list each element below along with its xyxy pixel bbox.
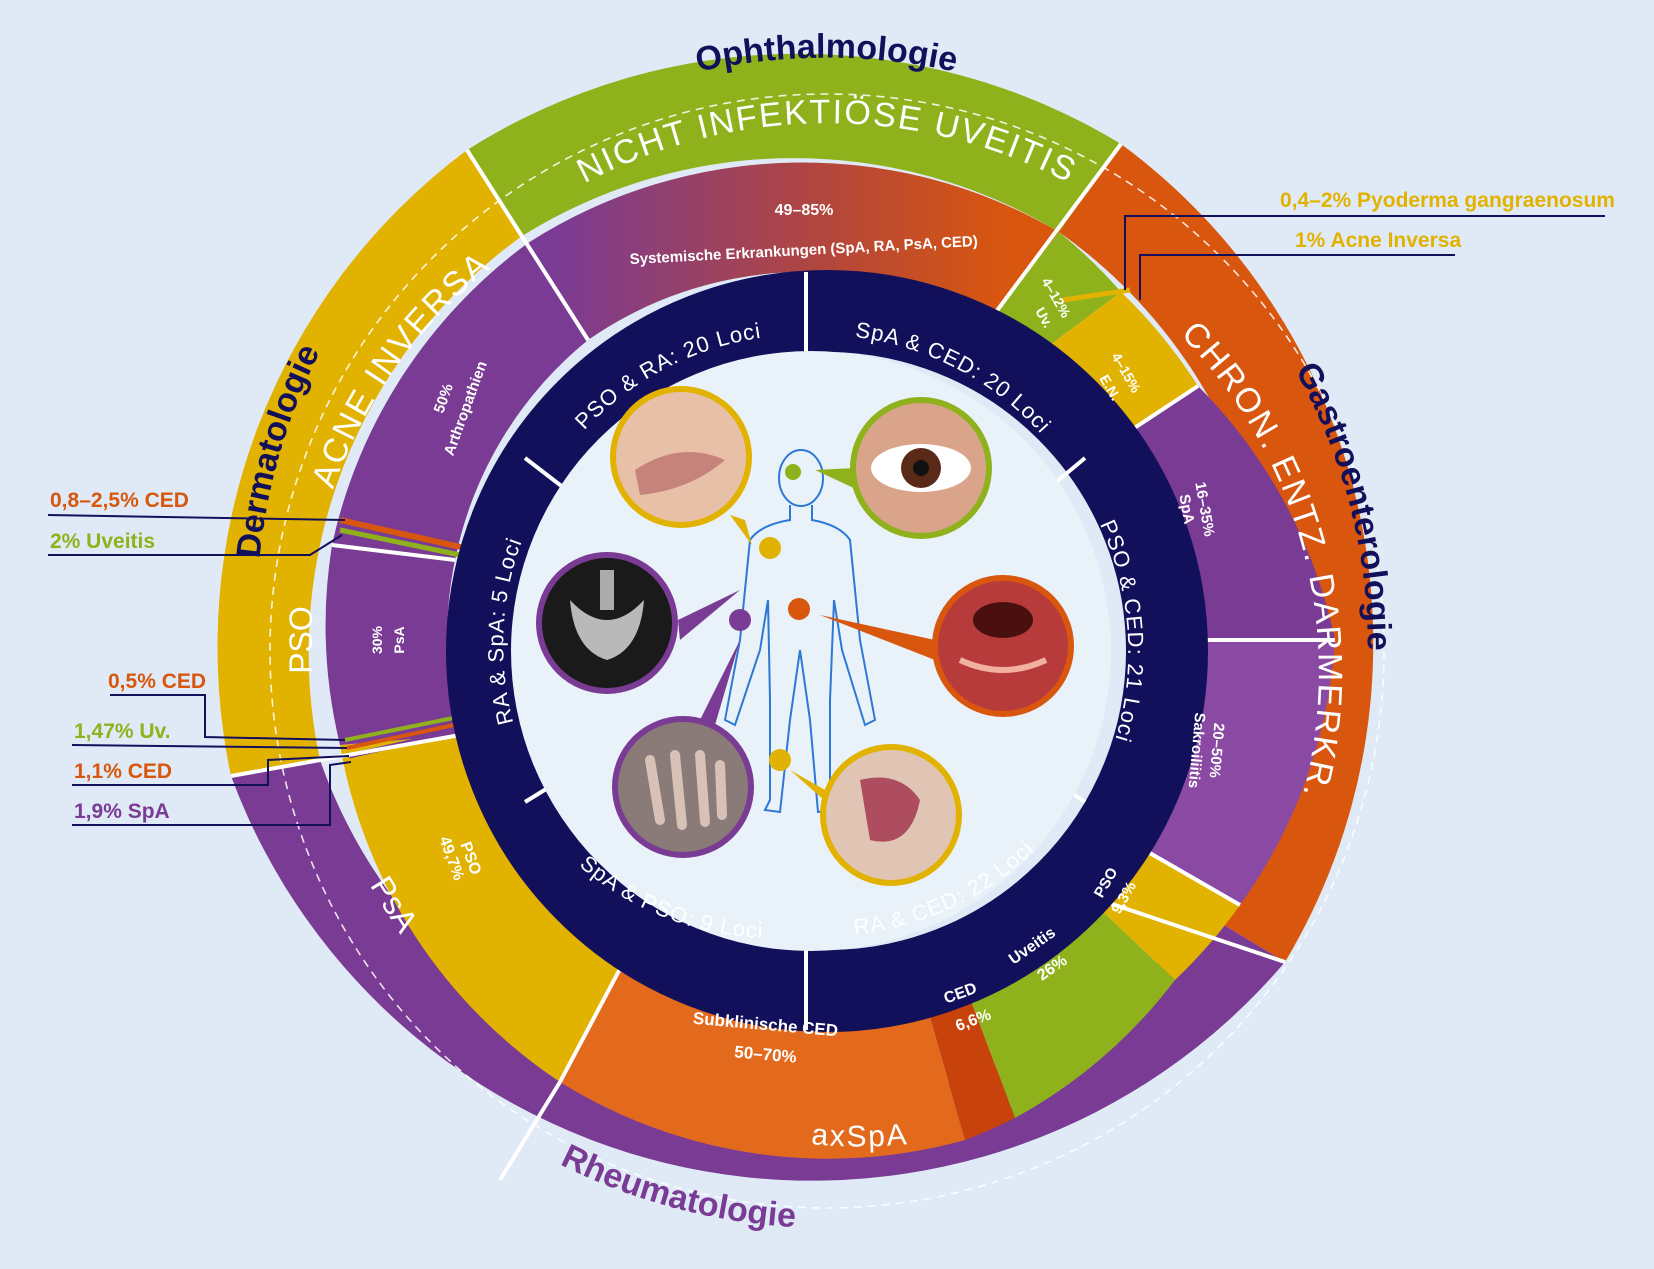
callout-ced-11: 1,1% CED	[74, 760, 172, 783]
segment-ced-ax	[925, 985, 1015, 1140]
ring-ophthalmologie	[467, 53, 1121, 236]
spa-ced-text: SpA	[1175, 493, 1197, 526]
segment-psa-pso	[325, 545, 460, 745]
leg-skin-photo-icon	[769, 744, 962, 886]
callout-ced-05: 0,5% CED	[108, 670, 206, 693]
outer-dashed-circle	[269, 93, 1385, 1209]
skin-photo-icon	[610, 386, 781, 559]
segment-systemische	[528, 162, 1059, 340]
sys-pct: 49–85%	[775, 202, 834, 219]
disease-axspa: axSpA	[810, 1118, 909, 1153]
callout-pyoderma: 0,4–2% Pyoderma gangraenosum	[1280, 189, 1615, 212]
callout-uv-2: 2% Uveitis	[50, 530, 155, 553]
ring-dermatologie	[217, 150, 522, 776]
eye-photo-icon	[785, 397, 992, 539]
disease-pso: PSO	[283, 606, 319, 674]
segment-arthro	[332, 243, 588, 560]
intestine-photo-icon	[788, 575, 1074, 717]
body-outline-icon	[723, 449, 877, 814]
pelvis-xray-icon	[536, 552, 751, 694]
callout-ced-08: 0,8–2,5% CED	[50, 489, 189, 512]
segment-spa-ced	[1092, 386, 1335, 640]
callout-lines	[47, 215, 1605, 826]
segment-uveitis-ax	[965, 895, 1175, 1118]
callout-acne: 1% Acne Inversa	[1295, 229, 1461, 252]
psa-pso-text: PsA	[391, 626, 407, 653]
sak-pct: 20–50%	[1206, 722, 1228, 778]
hand-photo-icon	[612, 640, 754, 858]
callout-spa-19: 1,9% SpA	[74, 800, 170, 823]
loci-ring	[446, 270, 1208, 1032]
segment-pso-psa	[340, 735, 622, 1082]
sak-text: Sakroiliitis	[1185, 712, 1209, 789]
callout-uv-147: 1,47% Uv.	[74, 720, 171, 743]
psa-pso-pct: 30%	[369, 625, 385, 654]
